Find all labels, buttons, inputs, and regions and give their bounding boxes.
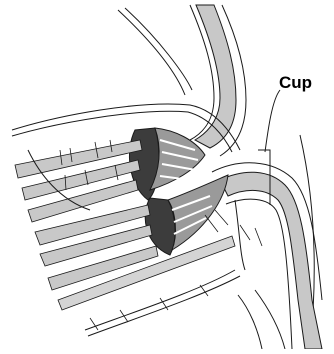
lower-tube xyxy=(212,163,322,349)
upper-tube xyxy=(190,5,246,156)
cup-label: Cup xyxy=(279,74,312,91)
